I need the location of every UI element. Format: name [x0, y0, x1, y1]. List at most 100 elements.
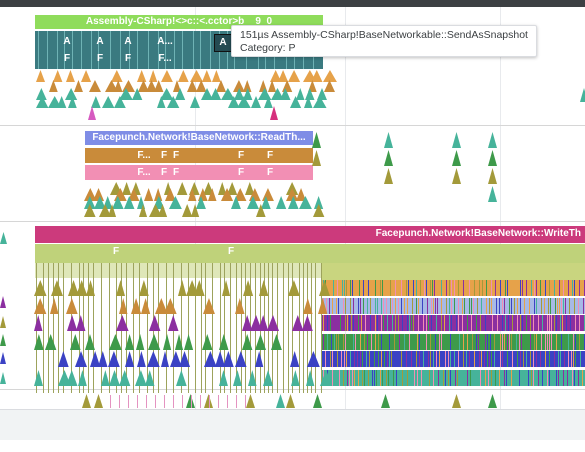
slice-sliver[interactable] [360, 334, 361, 350]
slice-sliver[interactable] [392, 298, 393, 314]
slice-marker[interactable] [76, 280, 88, 296]
slice-marker[interactable] [149, 315, 161, 331]
slice-sliver[interactable] [536, 298, 537, 314]
slice-sliver[interactable] [428, 315, 429, 331]
slice-divider[interactable] [91, 31, 92, 69]
slice-marker[interactable] [141, 298, 151, 314]
slice-divider[interactable] [241, 263, 242, 393]
slice-marker[interactable] [101, 370, 110, 386]
slice-marker[interactable] [255, 334, 266, 350]
slice-sliver[interactable] [545, 280, 546, 296]
slice-sliver[interactable] [346, 351, 347, 367]
slice-marker[interactable] [313, 394, 322, 408]
slice-f[interactable]: F [112, 246, 120, 257]
slice-marker[interactable] [36, 88, 47, 100]
slice-sliver[interactable] [534, 334, 535, 350]
slice-marker[interactable] [235, 351, 247, 367]
slice-sliver[interactable] [338, 298, 339, 314]
slice-marker[interactable] [84, 188, 97, 201]
slice-sliver[interactable] [414, 370, 415, 386]
slice-f[interactable]: F... [137, 167, 151, 178]
slice-sliver[interactable] [477, 298, 478, 314]
slice-sliver[interactable] [545, 334, 546, 350]
slice-marker[interactable] [94, 196, 106, 209]
slice-sliver[interactable] [343, 298, 344, 314]
slice-sliver[interactable] [343, 370, 344, 386]
slice-sliver[interactable] [337, 351, 338, 367]
slice-marker[interactable] [258, 315, 269, 331]
slice-sliver[interactable] [416, 298, 417, 314]
slice-sliver[interactable] [409, 315, 410, 331]
slice-sliver[interactable] [583, 298, 584, 314]
slice-sliver[interactable] [387, 315, 388, 331]
slice-sliver[interactable] [376, 370, 377, 386]
slice-sliver[interactable] [334, 334, 335, 350]
slice-marker[interactable] [99, 204, 112, 217]
slice-sliver[interactable] [412, 298, 413, 314]
slice-marker[interactable] [75, 351, 88, 367]
slice-row[interactable] [322, 298, 585, 314]
slice-sliver[interactable] [404, 334, 405, 350]
slice-marker[interactable] [48, 96, 62, 108]
slice-sliver[interactable] [399, 351, 400, 367]
slice-sliver[interactable] [563, 280, 564, 296]
slice-marker[interactable] [182, 204, 193, 217]
slice-marker[interactable] [168, 315, 179, 331]
slice-f[interactable]: F [172, 150, 180, 161]
slice-sliver[interactable] [364, 370, 365, 386]
slice-sliver[interactable] [514, 280, 515, 296]
slice-marker[interactable] [0, 316, 6, 328]
slice-divider[interactable] [158, 31, 159, 69]
slice-sliver[interactable] [155, 395, 156, 408]
slice-sliver[interactable] [511, 298, 512, 314]
slice-sliver[interactable] [358, 315, 359, 331]
slice-sliver[interactable] [227, 395, 228, 408]
slice-marker[interactable] [36, 96, 49, 108]
slice-marker[interactable] [235, 298, 245, 314]
slice-sliver[interactable] [464, 298, 465, 314]
slice-marker[interactable] [88, 106, 96, 120]
slice-divider[interactable] [200, 31, 201, 69]
slice-sliver[interactable] [486, 280, 487, 296]
slice-marker[interactable] [154, 80, 164, 92]
slice-a[interactable]: A [124, 36, 132, 47]
slice-sliver[interactable] [365, 315, 366, 331]
slice-sliver[interactable] [146, 395, 147, 408]
slice-marker[interactable] [242, 315, 253, 331]
slice-sliver[interactable] [439, 334, 440, 350]
slice-marker[interactable] [268, 80, 277, 92]
slice-sliver[interactable] [544, 298, 545, 314]
slice-sliver[interactable] [426, 280, 427, 296]
slice-sliver[interactable] [467, 334, 468, 350]
slice-sliver[interactable] [561, 298, 562, 314]
slice-sliver[interactable] [424, 280, 425, 296]
slice-writethread[interactable]: Facepunch.Network!BaseNetwork::WriteTh [375, 228, 581, 239]
slice-sliver[interactable] [381, 315, 382, 331]
slice-sliver[interactable] [517, 298, 518, 314]
slice-sliver[interactable] [530, 351, 531, 367]
slice-sliver[interactable] [353, 334, 354, 350]
slice-sliver[interactable] [200, 395, 201, 408]
slice-sliver[interactable] [487, 315, 488, 331]
slice-sliver[interactable] [504, 298, 505, 314]
slice-sliver[interactable] [469, 334, 470, 350]
slice-sliver[interactable] [336, 298, 337, 314]
slice-sliver[interactable] [521, 334, 522, 350]
slice-sliver[interactable] [507, 280, 508, 296]
slice-sliver[interactable] [575, 334, 576, 350]
slice-sliver[interactable] [445, 370, 446, 386]
slice-divider[interactable] [43, 263, 44, 393]
slice-sliver[interactable] [394, 351, 395, 367]
slice-marker[interactable] [286, 188, 299, 201]
slice-divider[interactable] [174, 31, 175, 69]
slice-divider[interactable] [321, 263, 322, 393]
slice-row[interactable] [35, 263, 322, 278]
slice-sliver[interactable] [504, 334, 505, 350]
slice-marker[interactable] [0, 334, 6, 346]
slice-marker[interactable] [34, 370, 44, 386]
slice-divider[interactable] [38, 31, 39, 69]
slice-divider[interactable] [47, 31, 48, 69]
slice-sliver[interactable] [392, 315, 393, 331]
slice-sliver[interactable] [480, 370, 481, 386]
slice-marker[interactable] [188, 188, 197, 201]
